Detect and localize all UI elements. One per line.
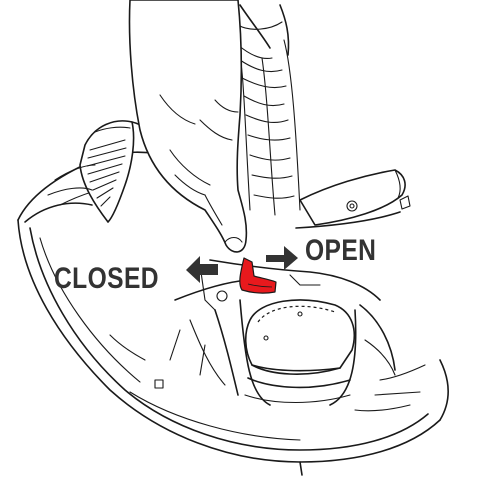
toe-plate	[295, 169, 411, 229]
closed-arrow-icon	[186, 256, 218, 283]
laces	[235, 21, 301, 216]
closed-label: CLOSED	[54, 262, 159, 295]
open-arrow-icon	[266, 246, 298, 270]
binding-cradle	[174, 259, 396, 406]
hand	[128, 0, 248, 253]
open-label: OPEN	[305, 234, 377, 267]
snowshoe-frame	[17, 151, 450, 476]
binding-lever	[239, 257, 277, 294]
